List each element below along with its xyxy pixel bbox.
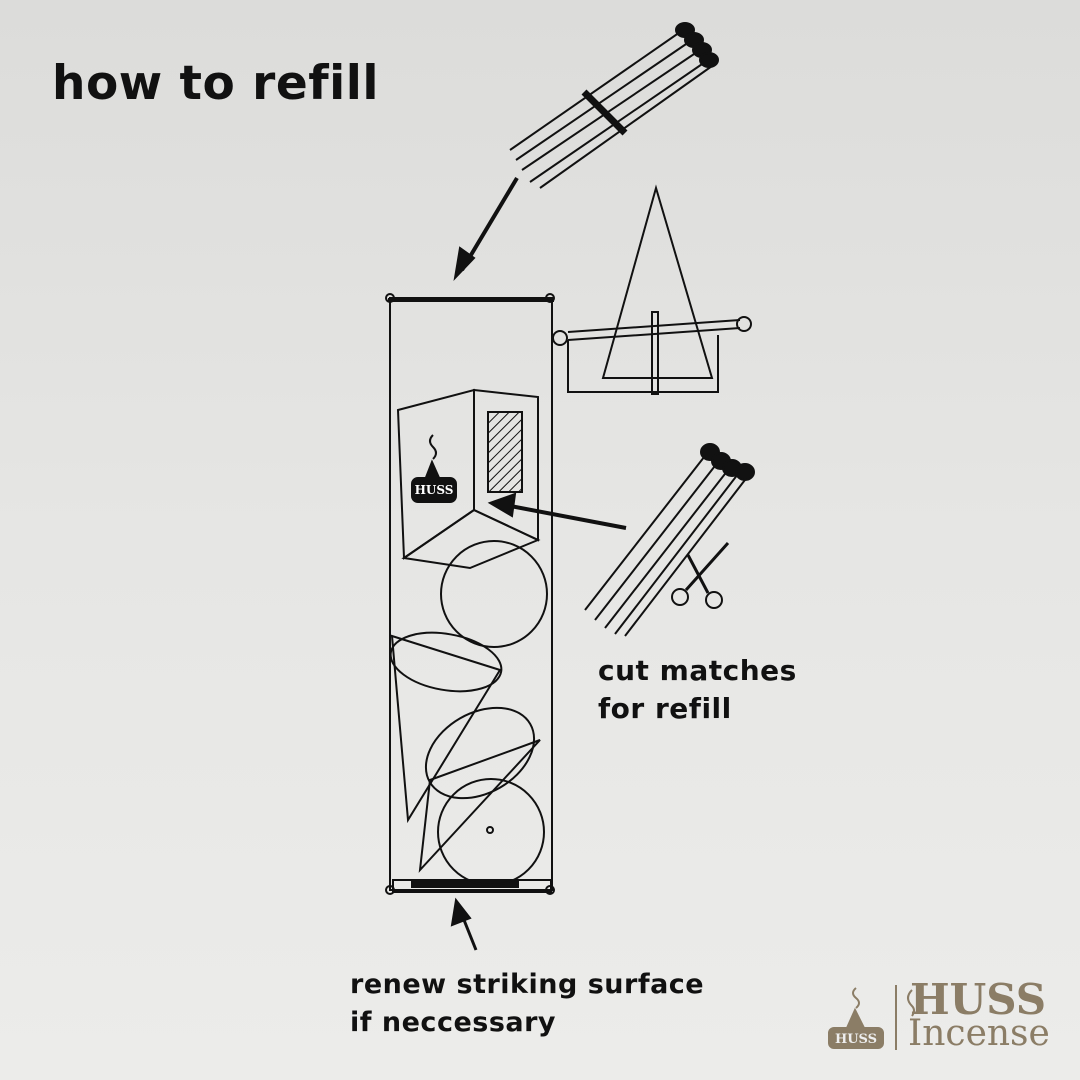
matchbox-case [385,293,555,895]
logo-wordmark-huss: HUSS [910,975,1047,1024]
incense-cone-holder [552,184,752,395]
arrow-to-package [487,492,627,530]
match-bundle-right [584,443,755,637]
scissors-icon [671,542,730,609]
incense-cones-inside [389,540,548,886]
cut-matches-label: cut matches for refill [598,652,797,728]
page-title: how to refill [52,56,379,111]
arrow-to-top [453,176,519,282]
renew-label-line1: renew striking surface [350,969,705,1000]
logo-wordmark-incense: Incense [908,1013,1050,1054]
match-package [396,388,541,570]
cut-label-line1: cut matches [598,654,797,687]
arrow-to-striking-surface [450,897,478,951]
cut-label-line2: for refill [598,692,732,725]
renew-surface-label: renew striking surface if neccessary [350,966,704,1042]
huss-logo-mark [845,985,915,1050]
logo-badge: HUSS [828,1027,884,1049]
renew-label-line2: if neccessary [350,1007,557,1038]
match-bundle-top [509,22,719,189]
match-package-brand: HUSS [414,483,454,497]
